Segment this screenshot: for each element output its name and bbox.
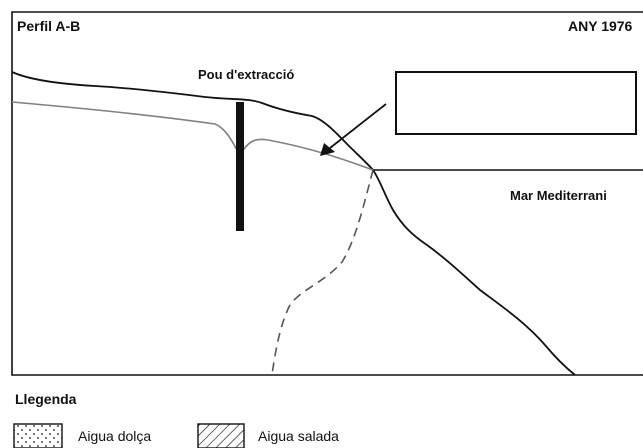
legend-label-fresh-water: Aigua dolça — [78, 428, 151, 444]
profile-title: Perfil A-B — [17, 18, 80, 34]
pointer-arrowhead — [320, 143, 335, 156]
water-table-line — [11, 101, 374, 171]
legend-swatch-salt-water — [197, 423, 245, 448]
extraction-well — [236, 102, 244, 231]
pointer-arrow-line — [329, 103, 387, 149]
year-label: ANY 1976 — [568, 18, 633, 34]
answer-box[interactable] — [395, 71, 637, 135]
ground-surface-line — [11, 71, 576, 376]
well-label: Pou d'extracció — [198, 67, 294, 82]
legend-label-salt-water: Aigua salada — [258, 428, 339, 444]
legend-heading: Llegenda — [15, 391, 77, 407]
sea-label: Mar Mediterrani — [510, 188, 607, 203]
diagram-frame — [11, 11, 643, 376]
legend-swatch-fresh-water — [13, 423, 63, 448]
salt-freshwater-interface — [271, 169, 374, 376]
